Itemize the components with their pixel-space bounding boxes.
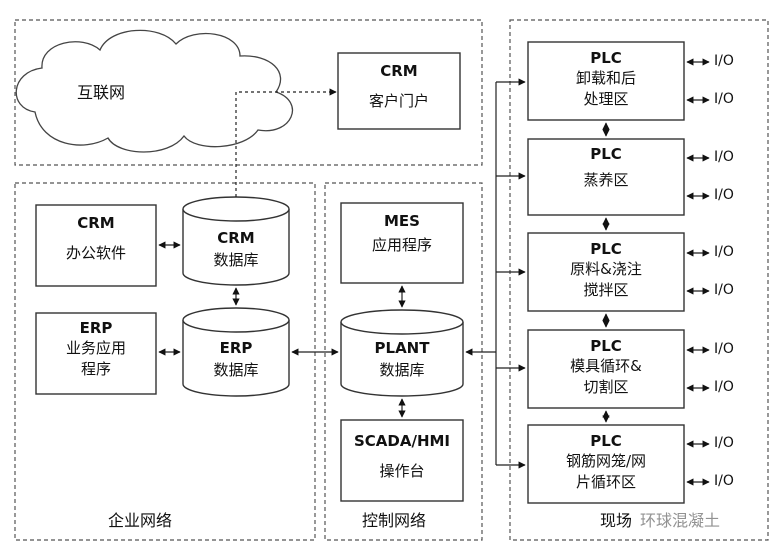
erp-app-box (35, 312, 157, 395)
plc-box-1 (527, 41, 685, 121)
enterprise-zone-label: 企业网络 (108, 511, 173, 530)
crm-db: CRM 数据库 (183, 228, 289, 271)
io-label: I/O (714, 244, 734, 260)
scada-title: SCADA/HMI (353, 432, 451, 450)
io-label: I/O (714, 149, 734, 165)
mes-label: 应用程序 (371, 236, 432, 255)
internet-cloud (15, 29, 294, 153)
plc-2-title: PLC (590, 145, 622, 163)
plc-3: PLC 原料&浇注 搅拌区 (528, 239, 684, 300)
io-label: I/O (714, 187, 734, 203)
erp-app-title: ERP (79, 319, 113, 337)
plc-1-line2: 处理区 (583, 89, 629, 108)
plc-box-5 (527, 424, 685, 504)
plc-4-line2: 切割区 (583, 377, 629, 396)
erp-app: ERP 业务应用 程序 (36, 318, 156, 379)
crm-office-title: CRM (77, 214, 115, 232)
crm-office: CRM 办公软件 (36, 213, 156, 264)
plc-1-title: PLC (590, 49, 622, 67)
crm-db-cylinder (182, 196, 290, 286)
crm-db-title: CRM (217, 229, 255, 247)
crm-office-label: 办公软件 (65, 244, 126, 263)
plc-box-3 (527, 232, 685, 312)
scada-hmi: SCADA/HMI 操作台 (341, 431, 463, 482)
plc-box-2 (527, 138, 685, 216)
plc-4: PLC 模具循环& 切割区 (528, 336, 684, 397)
scada-label: 操作台 (379, 462, 425, 481)
plant-db-title: PLANT (374, 339, 430, 357)
mes-app: MES 应用程序 (341, 211, 463, 256)
crm-portal-box (337, 52, 461, 130)
io-label: I/O (714, 341, 734, 357)
watermark-text: 环球混凝土 (640, 511, 721, 530)
io-label: I/O (714, 379, 734, 395)
plc-1-line1: 卸载和后 (575, 69, 636, 88)
plc-4-line1: 模具循环& (570, 357, 642, 376)
io-label: I/O (714, 473, 734, 489)
io-label: I/O (714, 53, 734, 69)
plc-3-title: PLC (590, 240, 622, 258)
plant-db-label: 数据库 (379, 361, 425, 380)
internet-zone (14, 19, 483, 166)
plc-2-line1: 蒸养区 (583, 171, 629, 190)
plc-5-line2: 片循环区 (575, 472, 636, 491)
crm-office-box (35, 204, 157, 287)
enterprise-zone (14, 182, 316, 541)
plc-5-line1: 钢筋网笼/网 (565, 452, 647, 471)
plc-5: PLC 钢筋网笼/网 片循环区 (528, 431, 684, 492)
erp-db: ERP 数据库 (183, 338, 289, 381)
io-label: I/O (714, 91, 734, 107)
control-zone (324, 182, 483, 541)
io-label: I/O (714, 435, 734, 451)
erp-db-cylinder (182, 307, 290, 397)
plc-4-title: PLC (590, 337, 622, 355)
erp-app-label-2: 程序 (80, 359, 111, 378)
plc-2: PLC 蒸养区 (528, 144, 684, 191)
crm-portal-label: 客户门户 (368, 92, 429, 111)
plc-5-title: PLC (590, 432, 622, 450)
mes-box (340, 202, 464, 284)
crm-portal: CRM 客户门户 (338, 61, 460, 112)
plant-db: PLANT 数据库 (341, 338, 463, 381)
field-zone-label: 现场 (600, 511, 633, 530)
erp-app-label-1: 业务应用 (65, 339, 126, 358)
crm-db-label: 数据库 (213, 251, 259, 270)
mes-title: MES (384, 212, 420, 230)
erp-db-title: ERP (219, 339, 253, 357)
scada-box (340, 419, 464, 502)
plant-db-cylinder (340, 309, 464, 397)
crm-portal-title: CRM (380, 62, 418, 80)
field-zone (509, 19, 769, 541)
erp-db-label: 数据库 (213, 361, 259, 380)
plc-3-line1: 原料&浇注 (570, 260, 642, 279)
plc-3-line2: 搅拌区 (583, 280, 629, 299)
io-label: I/O (714, 282, 734, 298)
control-zone-label: 控制网络 (362, 511, 427, 530)
internet-label: 互联网 (77, 83, 126, 102)
crm-portal-link (235, 88, 337, 197)
plc-box-4 (527, 329, 685, 409)
plc-1: PLC 卸载和后 处理区 (528, 48, 684, 109)
